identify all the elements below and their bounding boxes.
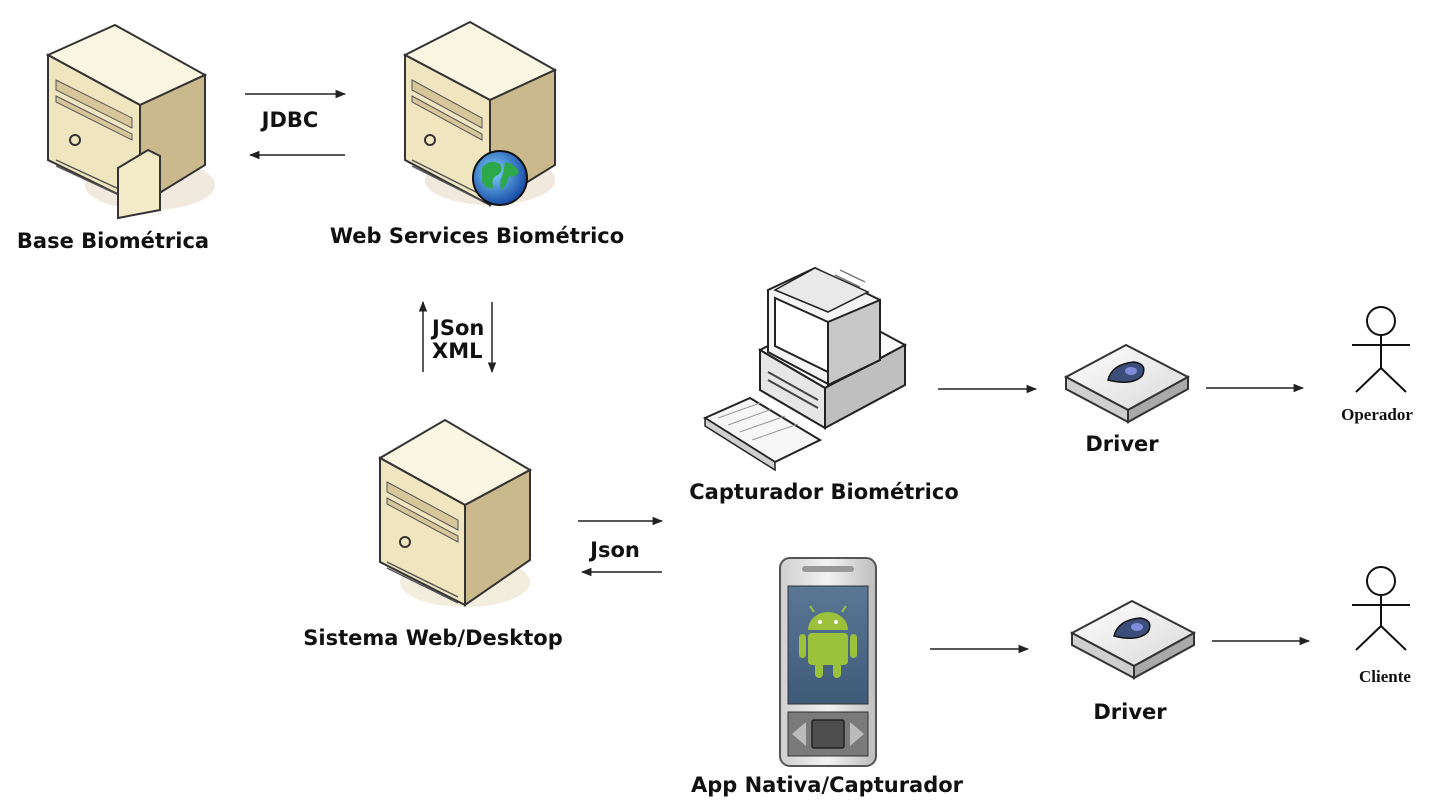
- label-json: JSon: [432, 316, 485, 340]
- label-jdbc: JDBC: [261, 108, 319, 132]
- fingerprint-reader-top-icon: [1063, 343, 1191, 424]
- label-driver-bottom: Driver: [1093, 700, 1167, 724]
- label-app-nativa: App Nativa/Capturador: [690, 773, 964, 797]
- label-web-services: Web Services Biométrico: [329, 224, 625, 248]
- desktop-computer-icon: [702, 266, 908, 472]
- label-capturador: Capturador Biométrico: [689, 480, 959, 504]
- actor-operador-icon: [1352, 306, 1410, 393]
- database-server-icon: [45, 23, 215, 220]
- actor-cliente-icon: [1352, 566, 1410, 651]
- label-base-biometrica: Base Biométrica: [16, 229, 210, 253]
- label-json-sistema: Json: [590, 538, 640, 562]
- label-cliente: Cliente: [1359, 667, 1411, 686]
- label-operador: Operador: [1341, 405, 1413, 424]
- android-logo-icon: [799, 605, 857, 678]
- web-server-icon: [402, 20, 558, 207]
- arrows: [245, 89, 1311, 654]
- android-phone-icon: [779, 557, 877, 767]
- fingerprint-reader-bottom-icon: [1069, 599, 1197, 680]
- label-sistema: Sistema Web/Desktop: [303, 626, 563, 650]
- label-xml: XML: [432, 339, 483, 363]
- label-driver-top: Driver: [1085, 432, 1159, 456]
- server-icon: [377, 418, 533, 607]
- globe-icon: [472, 150, 528, 206]
